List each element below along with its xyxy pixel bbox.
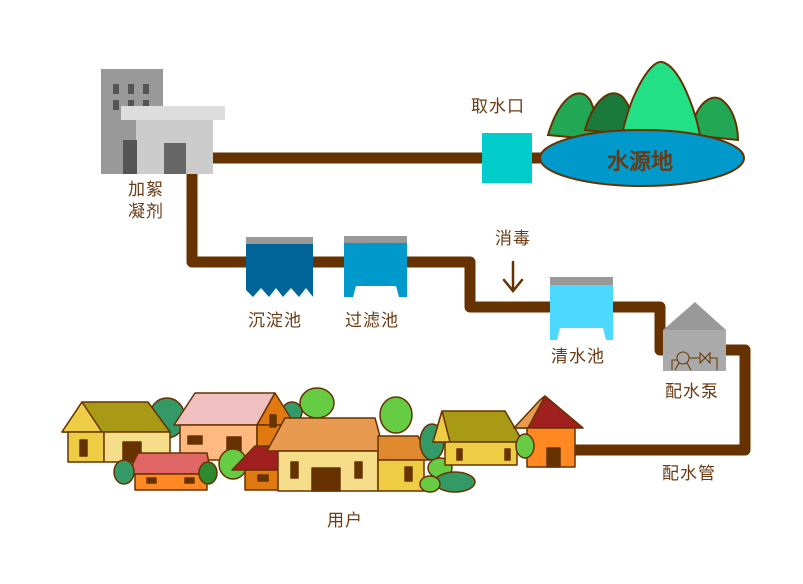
mountain-right [688, 96, 740, 142]
lake [539, 129, 745, 187]
filtration-label: 过滤池 [345, 311, 399, 331]
tree [515, 433, 535, 459]
filtration-tank [344, 236, 407, 297]
clear-water-tank-label: 清水池 [551, 347, 605, 367]
clear-water-tank [550, 277, 613, 340]
user-village [61, 387, 584, 493]
plant-building [101, 69, 225, 174]
coagulant-label-line2: 凝剂 [128, 202, 164, 222]
sedimentation-tank [246, 237, 313, 297]
pump-valve-icon [671, 351, 718, 371]
intake-label: 取水口 [471, 97, 525, 117]
source-label: 水源地 [607, 150, 674, 175]
disinfection-arrow-icon [502, 260, 524, 293]
pump-label: 配水泵 [665, 382, 719, 402]
tree [379, 396, 413, 434]
users-label: 用户 [327, 511, 363, 531]
tree [434, 471, 476, 493]
tree [198, 461, 218, 485]
disinfection-label: 消毒 [495, 229, 531, 249]
tree [113, 459, 135, 485]
water-source [539, 61, 745, 187]
mountain-peak [620, 61, 702, 136]
intake-box [482, 133, 532, 183]
pump-house [663, 302, 726, 371]
tree [299, 387, 335, 419]
sedimentation-label: 沉淀池 [248, 311, 302, 331]
distribution-pipe-label: 配水管 [662, 464, 716, 484]
coagulant-label-line1: 加絮 [128, 180, 164, 200]
tree [419, 475, 441, 493]
